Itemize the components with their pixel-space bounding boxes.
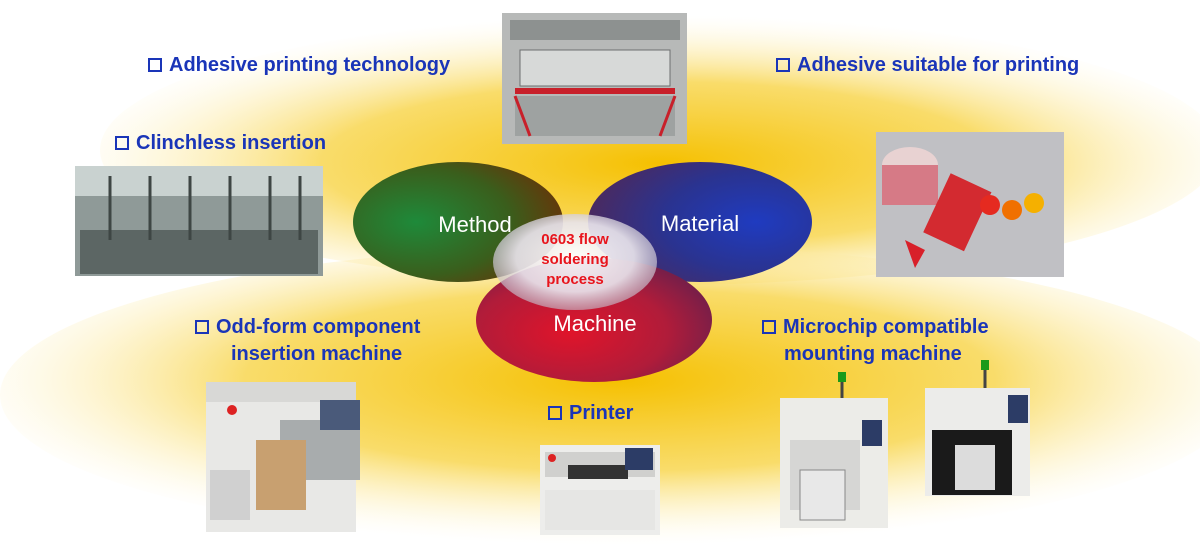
- adhesive-tubes-photo: [876, 132, 1064, 277]
- odd-form-machine-photo: [206, 382, 360, 532]
- printer-photo: [540, 445, 660, 535]
- square-bullet-icon: [776, 58, 790, 72]
- label-text-line1: Odd-form component: [216, 316, 421, 338]
- square-bullet-icon: [148, 58, 162, 72]
- label-clinchless-insertion: Clinchless insertion: [115, 130, 326, 157]
- label-text-line1: Microchip compatible: [783, 316, 989, 338]
- label-microchip-machine: Microchip compatible mounting machine: [762, 314, 989, 368]
- label-text: Printer: [569, 402, 634, 424]
- label-text-line2: mounting machine: [784, 343, 962, 365]
- center-line-3: process: [546, 271, 604, 288]
- label-text: Adhesive suitable for printing: [797, 54, 1080, 76]
- center-line-2: soldering: [541, 251, 609, 268]
- mounting-machines-photo: [780, 360, 1030, 528]
- label-printer: Printer: [548, 400, 633, 427]
- center-line-1: 0603 flow: [541, 231, 609, 248]
- square-bullet-icon: [115, 136, 129, 150]
- clinchless-insertion-photo: [75, 166, 323, 276]
- machine-label: Machine: [553, 311, 637, 336]
- method-label: Method: [438, 212, 512, 237]
- label-adhesive-suitable: Adhesive suitable for printing: [776, 52, 1079, 79]
- label-odd-form-machine: Odd-form component insertion machine: [195, 314, 420, 368]
- material-label: Material: [660, 211, 740, 236]
- stencil-printer-photo: [502, 13, 687, 144]
- center-overlap: [493, 214, 657, 310]
- square-bullet-icon: [195, 320, 209, 334]
- label-text: Clinchless insertion: [136, 132, 327, 154]
- label-text-line2: insertion machine: [231, 343, 403, 365]
- label-adhesive-printing-technology: Adhesive printing technology: [148, 52, 450, 79]
- center-process-label: 0603 flow soldering process: [520, 230, 630, 290]
- label-text: Adhesive printing technology: [169, 54, 451, 76]
- square-bullet-icon: [762, 320, 776, 334]
- square-bullet-icon: [548, 406, 562, 420]
